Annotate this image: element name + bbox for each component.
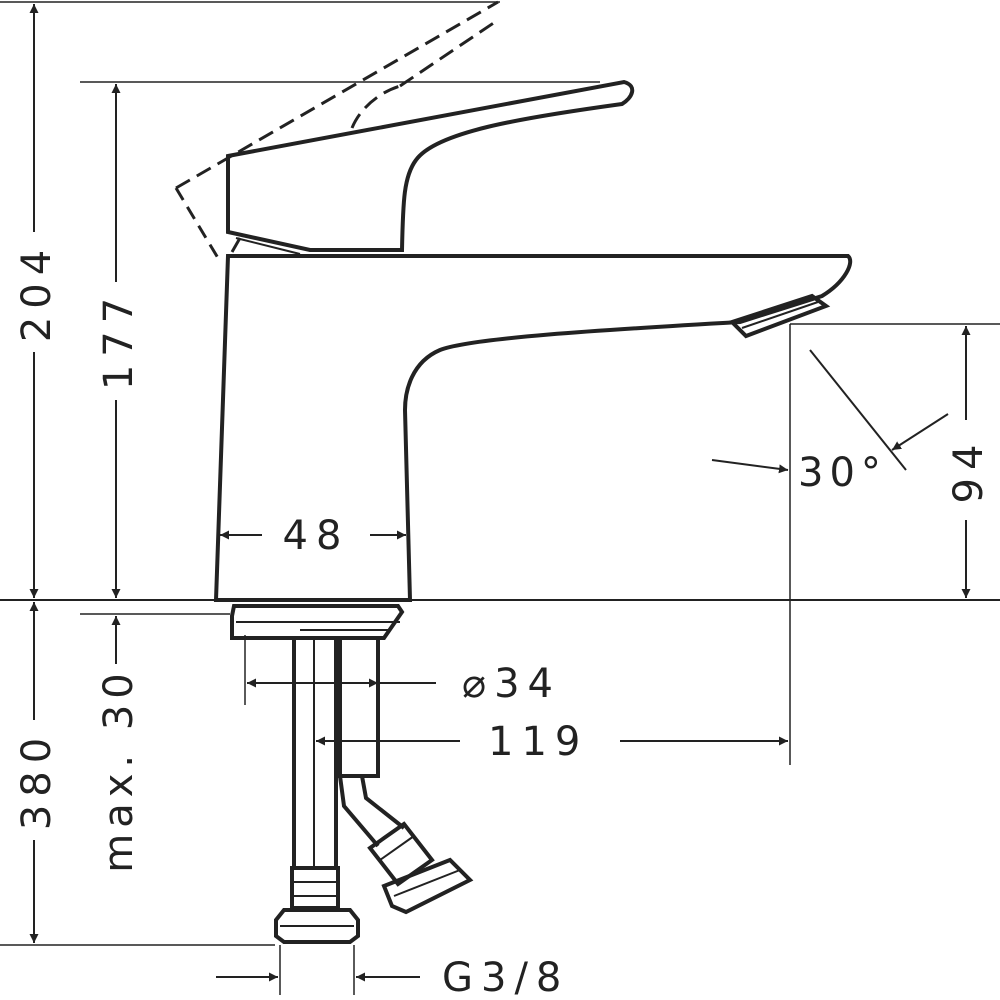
lever-pivot-mark [230, 237, 242, 253]
dim-connection: G3/8 [442, 955, 569, 1000]
dim-body-width: 48 [283, 513, 350, 559]
mounting-nut [230, 604, 405, 640]
dim-total-height: 204 [14, 242, 60, 342]
right-hose-ferrule [367, 821, 435, 887]
lever-base-line [235, 237, 301, 255]
spout-aerator [728, 293, 831, 339]
lever-handle [226, 79, 635, 252]
dim-spout-height: 94 [946, 437, 992, 504]
right-hose-ferrule-line [379, 835, 415, 861]
lever-open-position-dashed-3 [350, 84, 401, 129]
lever-open-position-dashed-4 [174, 187, 220, 259]
threaded-stud [338, 636, 380, 778]
dim-hose-length: 380 [14, 730, 60, 830]
dim-hole-diameter: ⌀34 [462, 661, 561, 707]
dim-lever-height: 177 [96, 290, 142, 390]
dim-spout-angle: 30° [798, 450, 887, 496]
dim-line-spout-angle-arrow-left [711, 459, 789, 474]
lever-open-position-dashed-2 [399, 18, 499, 88]
right-hose-nut [381, 857, 474, 915]
aerator-line [741, 301, 819, 329]
dim-line-spout-angle-arrow-right [891, 413, 949, 451]
dim-max-thickness: max. 30 [96, 667, 142, 872]
right-hose [338, 775, 406, 848]
dim-spout-reach: 119 [488, 719, 588, 765]
left-hose-ferrule [290, 866, 340, 910]
faucet-body [213, 254, 853, 602]
left-hose-nut [274, 908, 360, 944]
lever-open-position-dashed [175, 0, 499, 190]
dim-line-spout-angle-ray [809, 349, 907, 471]
right-hose-nut-line [393, 869, 461, 897]
